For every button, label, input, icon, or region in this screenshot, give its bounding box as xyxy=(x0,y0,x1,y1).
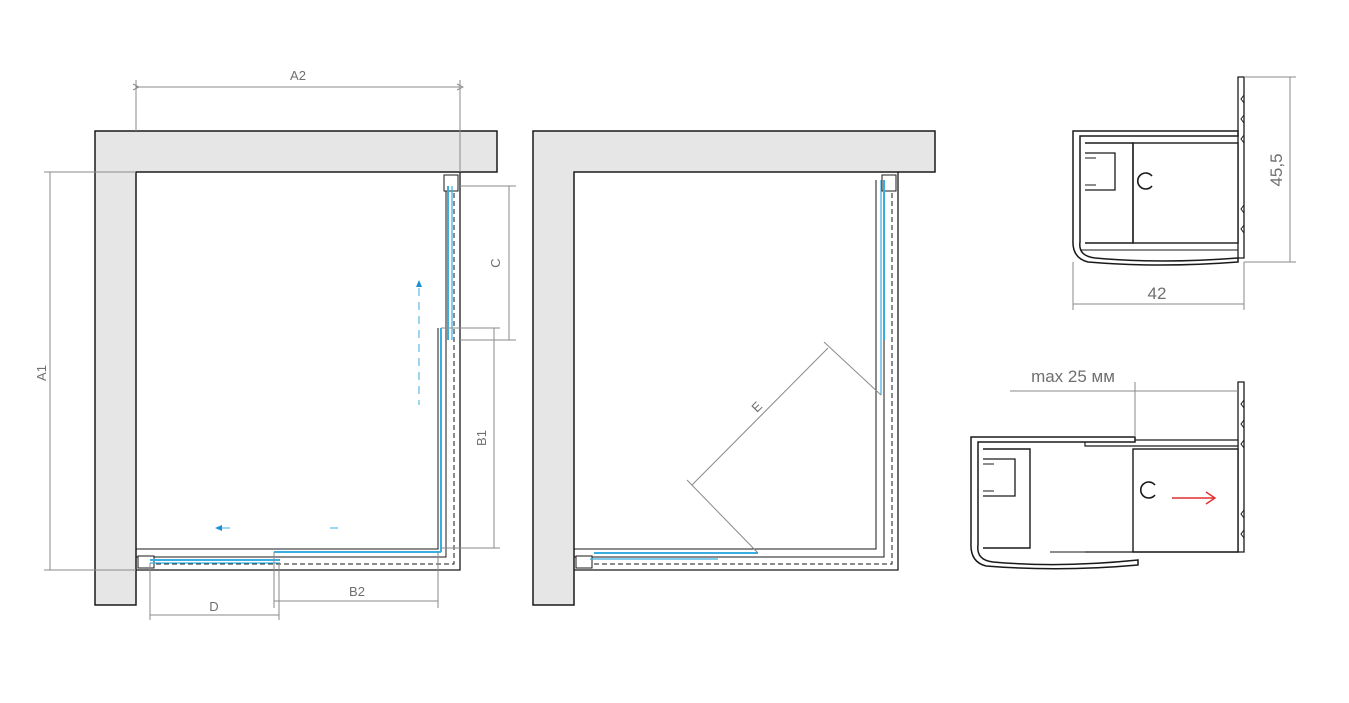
wall-right-plan xyxy=(532,130,936,606)
tray-outline-left xyxy=(136,172,461,571)
wall-profile-top xyxy=(443,174,459,192)
label-a1: A1 xyxy=(34,365,49,381)
plan-view-right: E xyxy=(532,130,936,606)
wall-profile-left xyxy=(137,555,155,569)
profile-detail-top: 42 45,5 xyxy=(1072,76,1296,310)
tray-outline-right xyxy=(574,172,899,571)
label-b1: B1 xyxy=(474,430,489,446)
slide-arrow-vertical xyxy=(416,280,422,405)
label-profile-width: 42 xyxy=(1148,284,1167,303)
dimension-b2 xyxy=(273,552,439,608)
plan-view-left: A2 A1 C B1 B2 xyxy=(34,68,516,620)
dimension-max-offset xyxy=(1010,382,1238,437)
label-a2: A2 xyxy=(290,68,306,83)
dimension-a1 xyxy=(44,171,136,571)
wall-profile-left-right xyxy=(575,555,593,569)
label-c: C xyxy=(488,258,503,267)
dimension-b1 xyxy=(441,327,500,549)
glass-panels-left xyxy=(150,186,453,564)
label-e: E xyxy=(748,398,765,415)
dimension-profile-width xyxy=(1072,262,1245,310)
glass-panels-right xyxy=(590,180,885,560)
dimension-a2 xyxy=(136,80,460,172)
slide-arrow-horizontal xyxy=(215,525,340,531)
label-b2: B2 xyxy=(349,584,365,599)
dimension-d xyxy=(149,563,280,620)
wall-left-plan xyxy=(94,130,498,606)
profile-detail-bottom: max 25 мм xyxy=(970,367,1245,570)
wall-profile-top-right xyxy=(881,174,897,192)
dimension-profile-height xyxy=(1244,76,1296,263)
dimension-c xyxy=(460,185,516,341)
label-d: D xyxy=(209,599,218,614)
label-max-offset: max 25 мм xyxy=(1031,367,1115,386)
label-profile-height: 45,5 xyxy=(1267,153,1286,186)
dimension-e xyxy=(686,341,882,554)
offset-arrow-icon xyxy=(1172,491,1217,505)
